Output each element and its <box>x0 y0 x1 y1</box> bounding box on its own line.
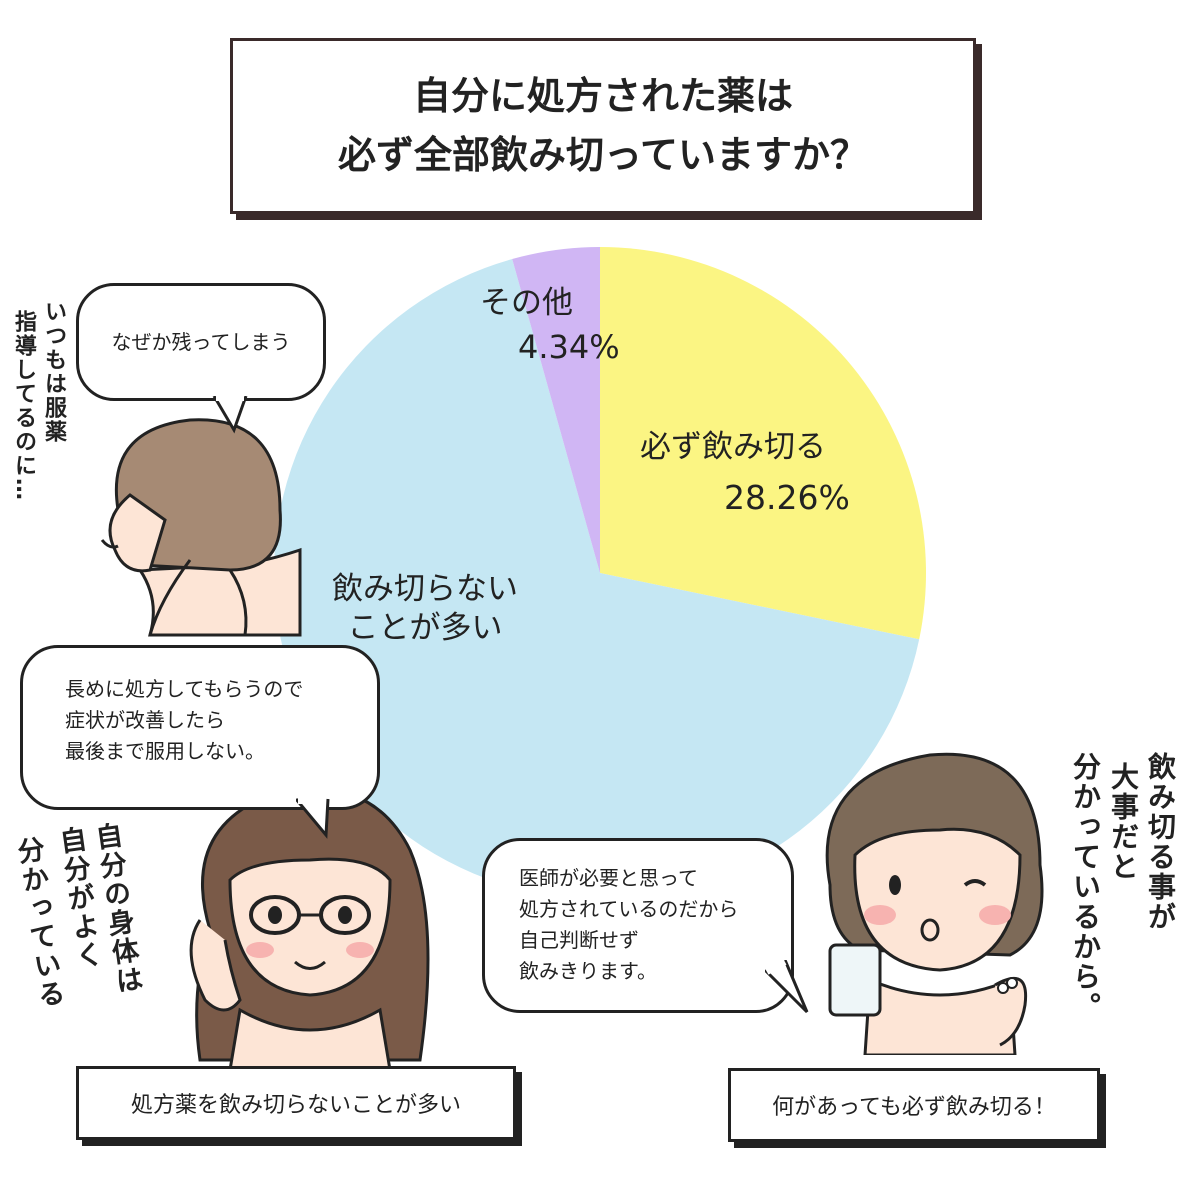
caption-right-text: 何があっても必ず飲み切る！ <box>772 1095 1056 1120</box>
speech-middle-left-line-1: 長めに処方してもらうので <box>65 677 304 701</box>
character-top-left <box>100 418 302 637</box>
vertical-note-right-col-2: 大事だと <box>1107 762 1140 882</box>
pie-slice-always <box>600 247 926 640</box>
speech-bubble-middle-left: 長めに処方してもらうので 症状が改善したら 最後まで服用しない。 <box>20 645 380 810</box>
slice-not-finish-line-2: ことが多い <box>347 609 503 646</box>
vertical-note-top-left-col-1: いつもは服薬 <box>41 300 66 444</box>
speech-bottom-right-line-3: 自己判断せず <box>519 928 639 952</box>
slice-other-name: その他 <box>480 285 573 321</box>
title-box: 自分に処方された薬は 必ず全部飲み切っていますか？ <box>230 38 976 214</box>
speech-tail-bottom-right <box>765 960 809 1014</box>
caption-left-text: 処方薬を飲み切らないことが多い <box>130 1093 461 1118</box>
speech-bubble-bottom-right: 医師が必要と思って 処方されているのだから 自己判断せず 飲みきります。 <box>482 838 794 1013</box>
speech-middle-left-line-3: 最後まで服用しない。 <box>65 739 265 763</box>
speech-bottom-right-line-1: 医師が必要と思って <box>519 866 698 890</box>
vertical-note-right-col-1: 飲み切る事が <box>1144 752 1177 932</box>
slice-always-value: 28.26% <box>724 477 850 517</box>
title-line-2: 必ず全部飲み切っていますか？ <box>337 133 869 177</box>
speech-bubble-top-left: なぜか残ってしまう <box>76 283 326 401</box>
speech-bottom-right-line-4: 飲みきります。 <box>519 959 657 983</box>
caption-left: 処方薬を飲み切らないことが多い <box>76 1066 516 1140</box>
slice-not-finish-line-1: 飲み切らない <box>332 571 518 607</box>
vertical-note-right-col-3: 分かっているから。 <box>1069 752 1102 1022</box>
speech-tail-top-left <box>212 396 248 434</box>
vertical-note-top-left-col-2: 指導してるのに… <box>11 310 36 502</box>
pie-slice-not-finish <box>274 259 920 900</box>
slice-label-other: その他 4.34% <box>480 284 620 367</box>
slice-label-not-finish: 飲み切らない ことが多い <box>332 570 518 648</box>
speech-tail-middle-left <box>296 798 330 839</box>
title-line-1: 自分に処方された薬は <box>412 74 793 119</box>
speech-top-left-text: なぜか残ってしまう <box>111 329 291 354</box>
caption-right: 何があっても必ず飲み切る！ <box>728 1068 1100 1142</box>
pie-slice-other <box>512 247 600 573</box>
slice-always-name: 必ず飲み切る <box>640 429 826 465</box>
slice-other-value: 4.34% <box>518 327 620 366</box>
slice-label-always: 必ず飲み切る 28.26% <box>640 428 850 518</box>
speech-middle-left-line-2: 症状が改善したら <box>65 708 225 732</box>
character-right <box>825 752 1044 1055</box>
speech-bottom-right-line-2: 処方されているのだから <box>519 897 739 921</box>
character-middle-left <box>189 787 430 1070</box>
